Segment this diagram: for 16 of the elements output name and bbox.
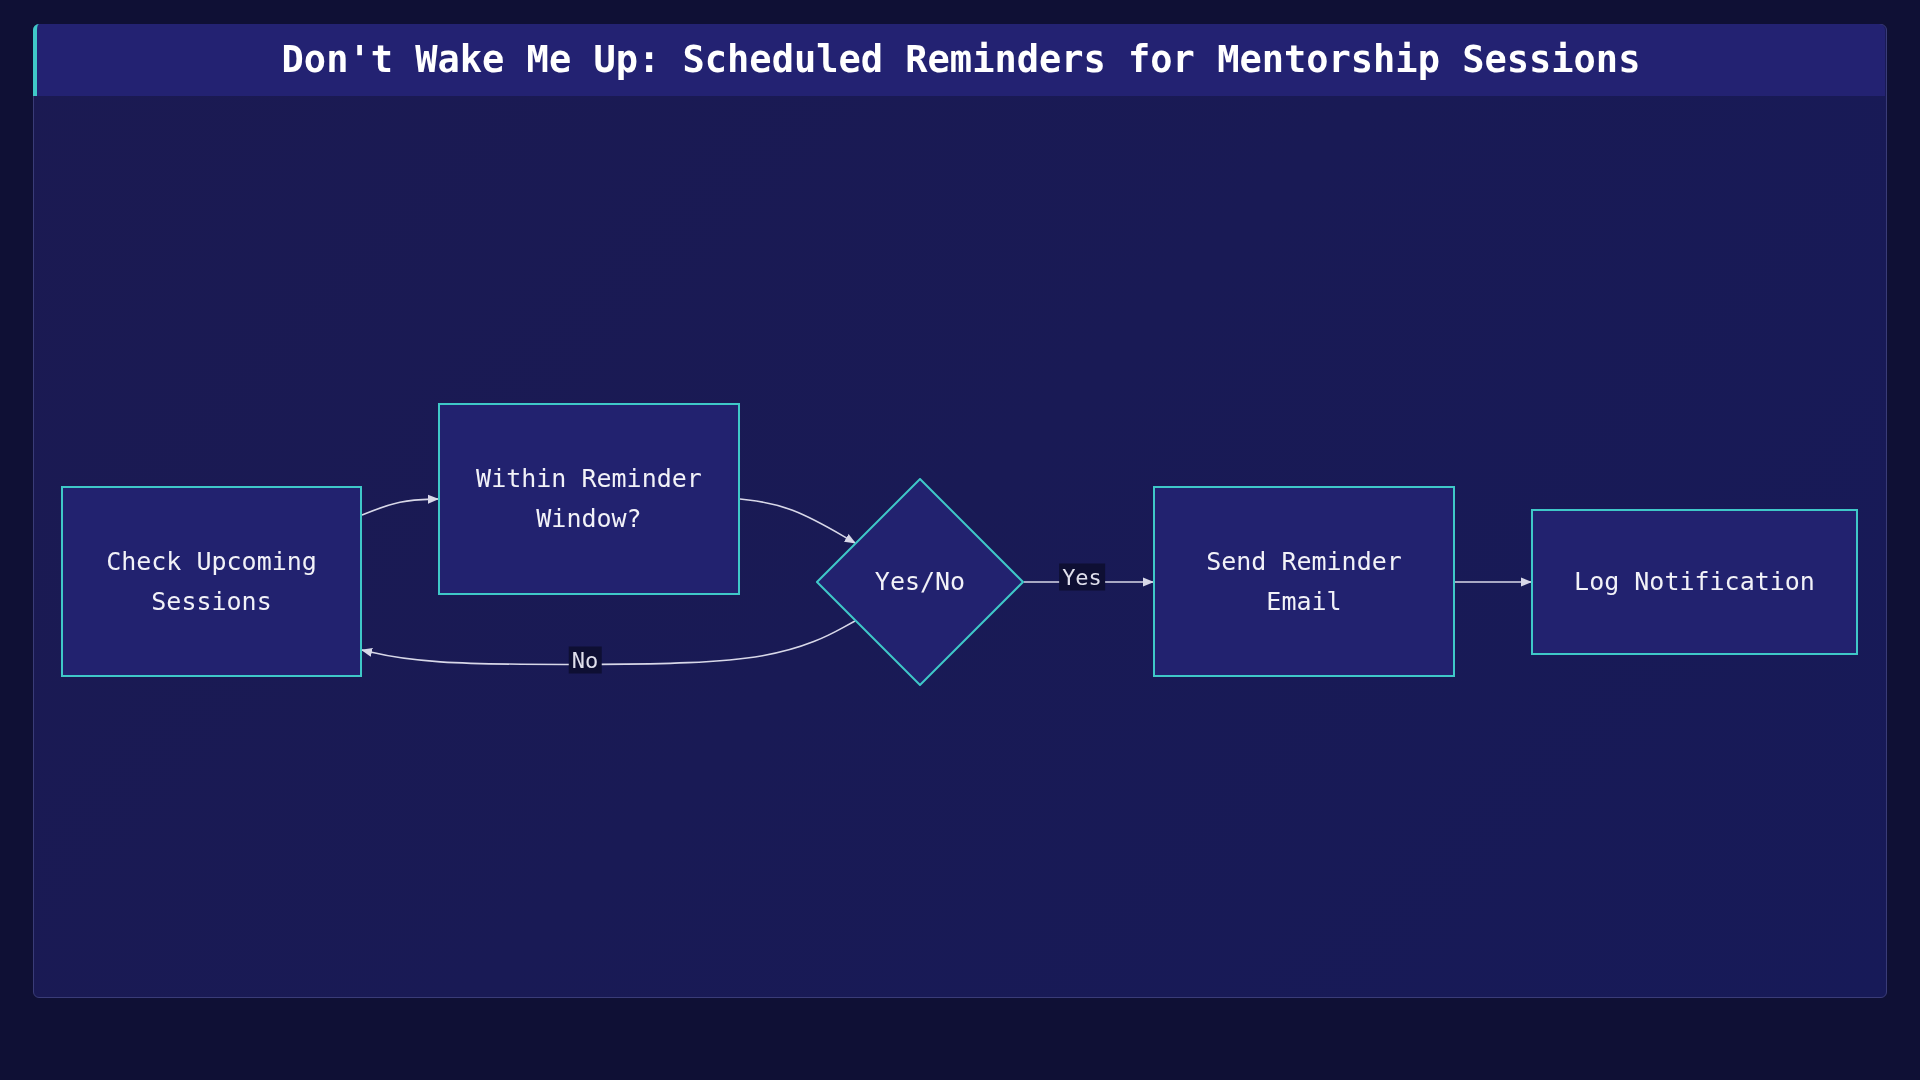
arrow: [361, 494, 440, 516]
node-label: Yes/No: [873, 566, 967, 598]
process-box: [61, 486, 362, 677]
decision-diamond: [816, 478, 1024, 686]
process-box: [438, 403, 740, 595]
node-label: Log Notification: [1573, 566, 1816, 598]
edge-label: Yes: [1059, 563, 1105, 591]
edge-label: No: [568, 646, 602, 674]
process-box: [1153, 486, 1455, 677]
arrow: [1454, 577, 1533, 587]
title-bar: Don't Wake Me Up: Scheduled Reminders for Mentorship Sessions: [33, 24, 1885, 96]
node-label: Check Upcoming Sessions: [105, 545, 318, 618]
node-label: Within Reminder Window?: [475, 463, 703, 535]
node-label: Send Reminder Email: [1205, 545, 1403, 618]
arrow: [739, 498, 856, 544]
process-box: [1531, 509, 1858, 655]
